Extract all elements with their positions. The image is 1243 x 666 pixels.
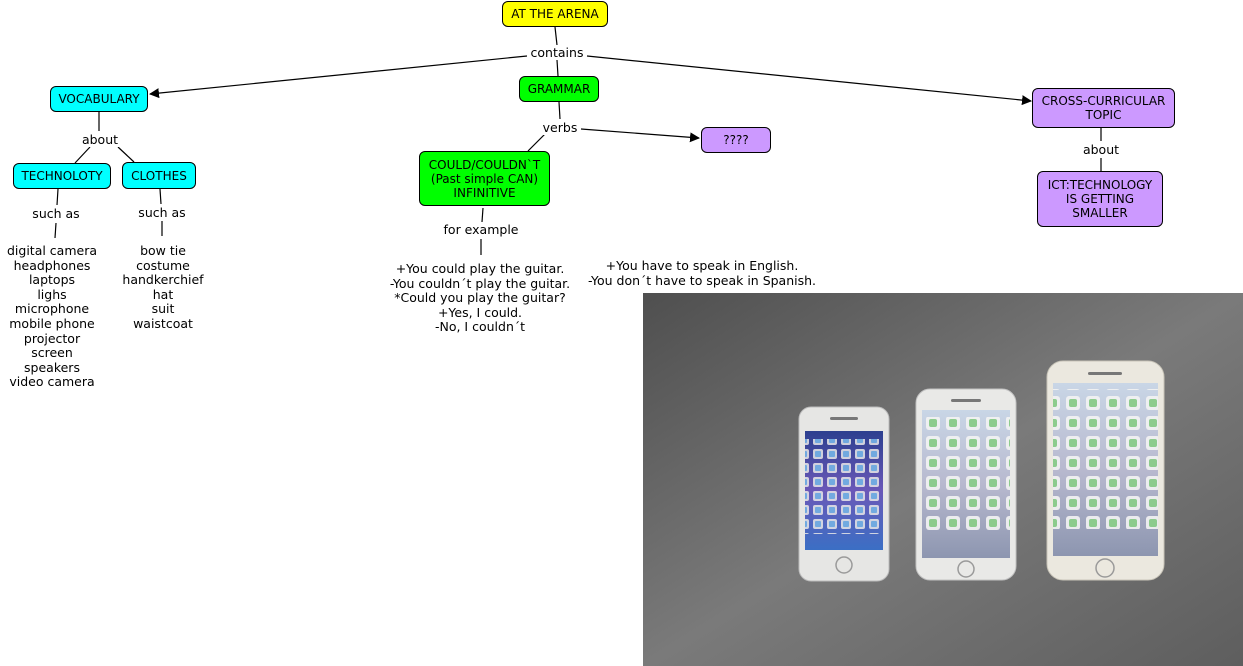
node-label: ???? (723, 133, 748, 147)
link-could-forexample (482, 208, 483, 222)
phone-small (799, 407, 889, 581)
list-item: -You couldn´t play the guitar. (390, 277, 570, 292)
list-item: bow tie (122, 244, 203, 259)
link-label-such-as-clothes: such as (136, 205, 187, 220)
link-contains-vocabulary (150, 56, 527, 94)
node-clothes[interactable]: CLOTHES (122, 162, 196, 189)
link-grammar-verbs (559, 102, 560, 119)
link-label-for-example: for example (442, 222, 521, 237)
list-item: hat (122, 288, 203, 303)
link-label-contains: contains (529, 45, 586, 60)
list-item: speakers (7, 361, 97, 376)
link-label-about-vocab: about (80, 132, 120, 147)
list-item: mobile phone (7, 317, 97, 332)
list-item: +Yes, I could. (390, 306, 570, 321)
node-grammar[interactable]: GRAMMAR (519, 76, 599, 102)
node-cross-curricular[interactable]: CROSS-CURRICULAR TOPIC (1032, 88, 1175, 128)
list-item: -No, I couldn´t (390, 320, 570, 335)
node-vocabulary[interactable]: VOCABULARY (50, 86, 148, 112)
node-could-couldnt[interactable]: COULD/COULDN`T (Past simple CAN) INFINIT… (419, 151, 550, 206)
link-label-verbs: verbs (541, 120, 580, 135)
smartphones-photo (643, 293, 1243, 666)
node-label: GRAMMAR (528, 82, 591, 96)
list-item: +You could play the guitar. (390, 262, 570, 277)
list-item: laptops (7, 273, 97, 288)
have-to-examples-list: +You have to speak in English. -You don´… (588, 259, 816, 288)
list-item: waistcoat (122, 317, 203, 332)
link-contains-cross (587, 56, 1031, 101)
list-item: +You have to speak in English. (588, 259, 816, 274)
link-label-about-cross: about (1081, 142, 1121, 157)
node-label: CROSS-CURRICULAR TOPIC (1042, 94, 1166, 122)
node-unknown[interactable]: ???? (701, 127, 771, 153)
node-technology[interactable]: TECHNOLOTY (13, 163, 111, 189)
node-ict-technology[interactable]: ICT:TECHNOLOGY IS GETTING SMALLER (1037, 171, 1163, 227)
link-about-tech (75, 147, 90, 163)
list-item: suit (122, 302, 203, 317)
could-examples-list: +You could play the guitar. -You couldn´… (390, 262, 570, 335)
list-item: *Could you play the guitar? (390, 291, 570, 306)
node-label: TECHNOLOTY (21, 169, 102, 183)
list-item: lighs (7, 288, 97, 303)
list-item: headphones (7, 259, 97, 274)
link-suchas-techlist (55, 223, 56, 238)
node-label: VOCABULARY (58, 92, 139, 106)
link-about-clothes (118, 147, 134, 162)
node-label: ICT:TECHNOLOGY IS GETTING SMALLER (1048, 178, 1152, 220)
link-label-such-as-tech: such as (30, 206, 81, 221)
list-item: screen (7, 346, 97, 361)
smartphones-illustration (643, 293, 1243, 666)
list-item: costume (122, 259, 203, 274)
link-verbs-unknown (581, 129, 699, 138)
list-item: handkerchief (122, 273, 203, 288)
link-root-contains (555, 27, 557, 45)
list-item: digital camera (7, 244, 97, 259)
clothes-list: bow tie costume handkerchief hat suit wa… (122, 244, 203, 332)
link-clothes-suchas (160, 189, 161, 204)
phone-large (1047, 361, 1164, 580)
link-contains-grammar (557, 60, 558, 76)
phone-medium (916, 389, 1016, 580)
list-item: -You don´t have to speak in Spanish. (588, 274, 816, 289)
technology-list: digital camera headphones laptops lighs … (7, 244, 97, 390)
list-item: video camera (7, 375, 97, 390)
link-tech-suchas (57, 189, 58, 205)
node-label: AT THE ARENA (511, 7, 599, 21)
node-label: COULD/COULDN`T (Past simple CAN) INFINIT… (429, 158, 540, 200)
link-verbs-could (528, 133, 546, 151)
node-label: CLOTHES (131, 169, 187, 183)
node-at-the-arena[interactable]: AT THE ARENA (502, 1, 608, 27)
list-item: projector (7, 332, 97, 347)
list-item: microphone (7, 302, 97, 317)
